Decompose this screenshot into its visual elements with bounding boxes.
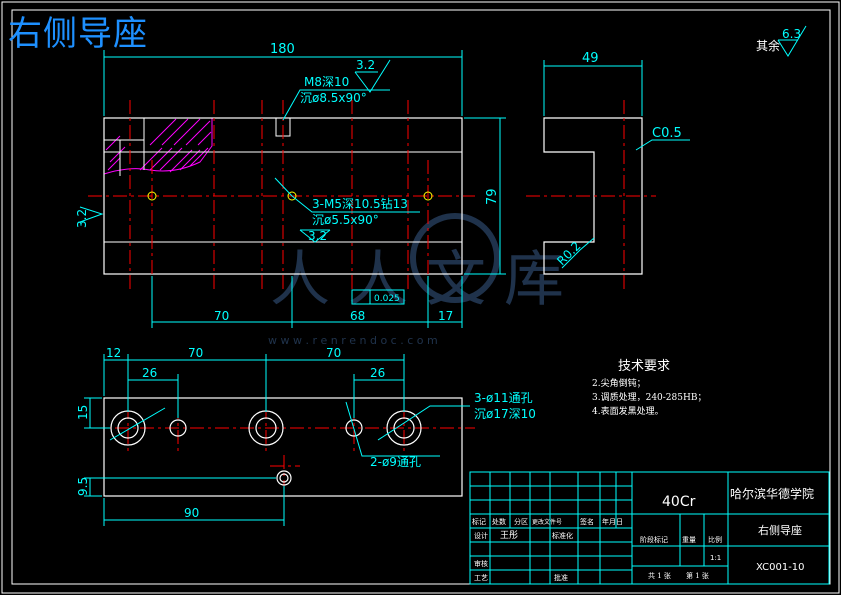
tech-requirements: 技术要求 2.尖角倒钝； 3.调质处理，240-285HB； 4.表面发黑处理。	[592, 359, 706, 417]
tb-weight-label: 重量	[682, 536, 696, 544]
counterbore-note-1: 3-ø11通孔	[474, 391, 533, 405]
dim-70: 70	[214, 309, 229, 323]
dim-26a: 26	[142, 366, 157, 380]
tb-hdr-sign: 签名	[580, 517, 594, 526]
tb-hdr-count: 处数	[492, 517, 506, 526]
tb-part-name: 右侧导座	[758, 523, 802, 537]
roughness-other-label: 其余	[756, 38, 780, 53]
watermark: 人人文库 w w w . r e n r e n d o c . c o m	[268, 213, 582, 347]
tb-hdr-date: 年月日	[602, 517, 623, 526]
section-hatch	[103, 117, 213, 175]
tb-approve-label: 批准	[554, 573, 568, 582]
through-hole-note: 2-ø9通孔	[370, 455, 421, 469]
tb-school: 哈尔滨华德学院	[730, 486, 814, 501]
title-block	[469, 471, 830, 585]
tb-sheets: 共 1 张	[648, 571, 671, 580]
dim-17: 17	[438, 309, 453, 323]
dim-12: 12	[106, 346, 121, 360]
watermark-url: w w w . r e n r e n d o c . c o m	[268, 334, 438, 347]
dim-26b: 26	[370, 366, 385, 380]
tb-hdr-zone: 分区	[514, 517, 528, 526]
hole-note-2: 沉ø8.5x90°	[300, 91, 367, 105]
watermark-text: 人人文库	[270, 245, 582, 315]
tech-item-1: 2.尖角倒钝；	[592, 377, 646, 389]
tb-drawing-no: XC001-10	[756, 562, 805, 573]
tb-standardize-label: 标准化	[552, 531, 573, 540]
chamfer-note: C0.5	[652, 126, 682, 141]
hole-note-1: M8深10	[304, 75, 349, 89]
tb-review-label: 审核	[474, 559, 488, 568]
tech-item-3: 4.表面发黑处理。	[592, 405, 664, 417]
tech-title: 技术要求	[618, 359, 670, 374]
tech-item-2: 3.调质处理，240-285HB；	[592, 391, 706, 403]
tb-material: 40Cr	[662, 494, 696, 510]
page-title: 右侧导座	[8, 14, 148, 54]
thread-note-2: 沉ø5.5x90°	[312, 213, 379, 227]
roughness-left: 3.2	[75, 209, 89, 228]
tb-sheet-no: 第 1 张	[686, 571, 709, 580]
dim-15: 15	[76, 405, 90, 420]
counterbore-note-2: 沉ø17深10	[474, 407, 536, 421]
front-view: 180 79 3.2 3.2 M8深10 沉ø8.5x90° 3-M5深10.5…	[75, 42, 506, 328]
roughness-other: 其余 6.3	[756, 25, 807, 57]
top-view: 12 70 70 26 26 15 9.5 90 3-ø11通孔 沉ø17深10…	[76, 346, 536, 526]
tb-hdr-doc: 更改文件号	[532, 518, 562, 526]
tb-scale: 1:1	[710, 554, 721, 562]
dim-length-180: 180	[270, 42, 295, 57]
dim-70a: 70	[188, 346, 203, 360]
dim-height-79: 79	[485, 188, 500, 205]
flatness-value: 0.025	[374, 294, 400, 304]
dim-68: 68	[350, 309, 365, 323]
dim-9-5: 9.5	[76, 477, 90, 496]
tb-designer: 王彤	[500, 530, 518, 541]
tb-hdr-mark: 标记	[472, 517, 486, 526]
tb-designer-label: 设计	[474, 531, 488, 540]
side-view: 49 C0.5 R0.2	[526, 51, 690, 290]
roughness-top: 3.2	[356, 58, 375, 72]
thread-note-1: 3-M5深10.5钻13	[312, 196, 408, 211]
dim-width-49: 49	[582, 51, 599, 66]
tb-stage-label: 阶段标记	[640, 535, 668, 544]
dim-70b: 70	[326, 346, 341, 360]
dim-90: 90	[184, 506, 199, 520]
tb-scale-label: 比例	[708, 535, 722, 544]
inner-frame	[11, 9, 831, 585]
roughness-other-value: 6.3	[782, 27, 801, 41]
roughness-mid: 3.2	[308, 229, 327, 243]
tb-process-label: 工艺	[474, 574, 488, 582]
